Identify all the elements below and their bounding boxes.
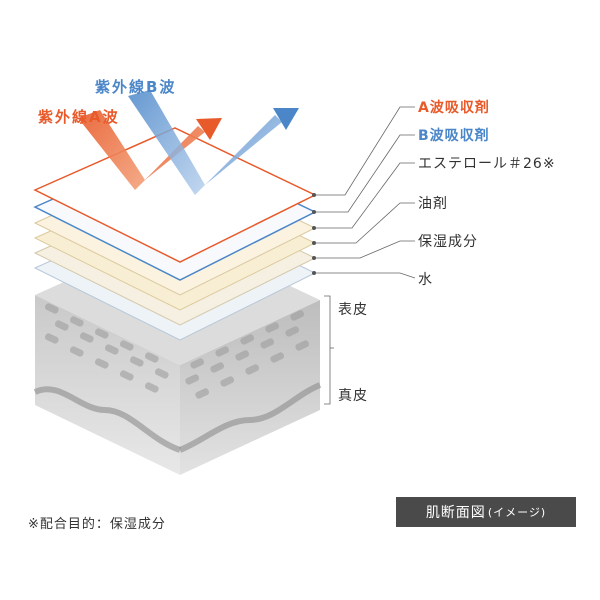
epidermis-cells-left <box>44 303 169 393</box>
badge-main-text: 肌断面図 <box>425 505 486 521</box>
layer-label-water: 水 <box>418 272 433 288</box>
leader-dots <box>312 193 316 275</box>
uvb-wave-label: 紫外線B波 <box>95 78 176 96</box>
layer-label-esterol: エステロール＃26※ <box>418 156 556 172</box>
epidermis-label: 表皮 <box>338 302 368 318</box>
diagram-title-badge: 肌断面図 (イメージ) <box>396 497 576 527</box>
layer-label-uva-absorber: A波吸収剤 <box>418 99 490 116</box>
layer-label-oil: 油剤 <box>418 196 448 212</box>
uva-wave-label: 紫外線A波 <box>38 108 120 126</box>
dermis-label: 真皮 <box>338 388 368 404</box>
layer-label-uvb-absorber: B波吸収剤 <box>418 127 490 144</box>
uvb-arrow <box>128 90 299 195</box>
dermis-wave-left <box>33 386 182 453</box>
footnote: ※配合目的：保湿成分 <box>28 517 166 532</box>
leader-lines <box>314 106 416 279</box>
layer-label-moisturizer: 保湿成分 <box>418 234 478 250</box>
skin-bracket <box>324 295 334 405</box>
dermis-wave-right <box>178 382 322 453</box>
epidermis-cells-right <box>185 310 310 399</box>
badge-sub-text: (イメージ) <box>487 506 547 519</box>
